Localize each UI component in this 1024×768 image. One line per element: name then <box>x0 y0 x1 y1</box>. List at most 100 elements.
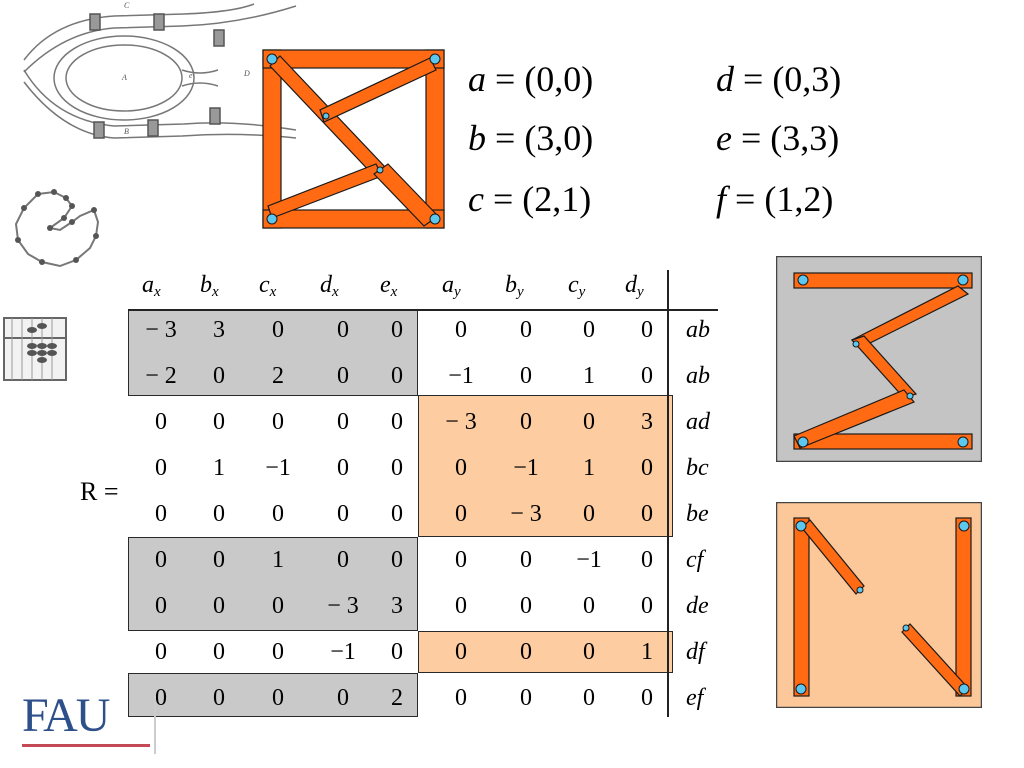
matrix-block-gray-3 <box>128 673 418 717</box>
matrix-row-label: ab <box>686 317 710 343</box>
matrix-cell: 0 <box>337 685 349 711</box>
col-header-c-y: cy <box>568 272 586 300</box>
matrix-cell: 0 <box>391 317 403 343</box>
matrix-cell: 0 <box>641 593 653 619</box>
matrix-row-label: be <box>686 501 709 527</box>
col-header-d-y: dy <box>625 272 644 300</box>
matrix-cell: 2 <box>272 363 284 389</box>
matrix-cell: 0 <box>520 639 532 665</box>
matrix-cell: 0 <box>213 363 225 389</box>
matrix-row-label: ab <box>686 363 710 389</box>
matrix-cell: 0 <box>337 501 349 527</box>
matrix-cell: 3 <box>213 317 225 343</box>
matrix-cell: 0 <box>641 501 653 527</box>
matrix-cell: 1 <box>583 363 595 389</box>
matrix-cell: 0 <box>272 593 284 619</box>
matrix-cell: 0 <box>213 547 225 573</box>
matrix-cell: 0 <box>583 501 595 527</box>
gray-framework-panel <box>776 256 982 462</box>
matrix-cell: 0 <box>583 409 595 435</box>
fau-logo: FAU <box>18 690 158 760</box>
fau-logo-rule <box>154 696 156 754</box>
matrix-cell: 0 <box>155 455 167 481</box>
matrix-cell: 0 <box>520 363 532 389</box>
coord-d: d = (0,3) <box>716 59 842 99</box>
matrix-cell: 0 <box>155 409 167 435</box>
matrix-cell: 0 <box>213 409 225 435</box>
fau-logo-text: FAU <box>22 689 110 742</box>
matrix-cell: − 3 <box>510 501 542 527</box>
matrix-cell: 0 <box>391 409 403 435</box>
matrix-block-peach-1 <box>418 395 673 537</box>
matrix-cell: 0 <box>337 409 349 435</box>
matrix-cell: 0 <box>583 639 595 665</box>
svg-text:A: A <box>121 73 127 82</box>
col-header-e-x: ex <box>380 272 398 300</box>
matrix-block-gray-2 <box>128 537 418 631</box>
matrix-cell: 0 <box>155 593 167 619</box>
matrix-cell: 0 <box>455 501 467 527</box>
peach-framework-panel <box>776 502 982 708</box>
matrix-cell: 0 <box>520 317 532 343</box>
matrix-cell: 0 <box>520 409 532 435</box>
matrix-cell: −1 <box>576 547 602 573</box>
matrix-cell: 0 <box>641 685 653 711</box>
matrix-cell: 0 <box>391 455 403 481</box>
coord-c: c = (2,1) <box>468 179 592 219</box>
matrix-cell: −1 <box>513 455 539 481</box>
col-header-b-y: by <box>505 272 524 300</box>
matrix-row-label: df <box>686 639 705 665</box>
matrix-cell: 0 <box>213 639 225 665</box>
matrix-cell: 0 <box>155 685 167 711</box>
matrix-cell: 3 <box>641 409 653 435</box>
matrix-label-rule <box>667 270 669 717</box>
coord-e: e = (3,3) <box>716 118 840 158</box>
matrix-cell: 0 <box>391 547 403 573</box>
matrix-cell: −1 <box>330 639 356 665</box>
matrix-cell: 0 <box>520 685 532 711</box>
matrix-cell: 0 <box>641 363 653 389</box>
matrix-cell: 0 <box>272 409 284 435</box>
matrix-row-label: bc <box>686 455 709 481</box>
matrix-cell: 0 <box>272 639 284 665</box>
col-header-a-y: ay <box>442 272 461 300</box>
matrix-cell: −1 <box>448 363 474 389</box>
matrix-cell: 0 <box>520 593 532 619</box>
matrix-cell: 0 <box>337 317 349 343</box>
matrix-cell: 1 <box>272 547 284 573</box>
matrix-cell: 0 <box>337 455 349 481</box>
matrix-cell: 0 <box>213 501 225 527</box>
coord-a: a = (0,0) <box>468 59 594 99</box>
matrix-cell: − 3 <box>327 593 359 619</box>
matrix-cell: 0 <box>583 317 595 343</box>
matrix-cell: 0 <box>391 501 403 527</box>
col-header-b-x: bx <box>200 272 219 300</box>
matrix-cell: 0 <box>155 547 167 573</box>
matrix-cell: 0 <box>641 317 653 343</box>
matrix-cell: 1 <box>213 455 225 481</box>
polygon-chain-icon <box>14 189 100 268</box>
matrix-cell: 0 <box>641 547 653 573</box>
matrix-cell: 1 <box>641 639 653 665</box>
matrix-row-label: ad <box>686 409 710 435</box>
coord-b: b = (3,0) <box>468 118 594 158</box>
matrix-row-label: cf <box>686 547 704 573</box>
svg-text:e: e <box>189 71 193 80</box>
fau-logo-underline <box>22 744 150 747</box>
matrix-cell: 1 <box>583 455 595 481</box>
svg-text:D: D <box>243 69 250 78</box>
matrix-cell: − 3 <box>145 317 177 343</box>
matrix-cell: 0 <box>455 317 467 343</box>
matrix-cell: 0 <box>213 685 225 711</box>
matrix-cell: 0 <box>455 547 467 573</box>
matrix-cell: 0 <box>455 593 467 619</box>
matrix-cell: −1 <box>265 455 291 481</box>
matrix-cell: 0 <box>337 547 349 573</box>
matrix-cell: 3 <box>391 593 403 619</box>
matrix-cell: 0 <box>213 593 225 619</box>
matrix-cell: 0 <box>391 363 403 389</box>
matrix-cell: 0 <box>455 639 467 665</box>
matrix-cell: 0 <box>155 501 167 527</box>
matrix-block-peach-2 <box>418 631 673 673</box>
